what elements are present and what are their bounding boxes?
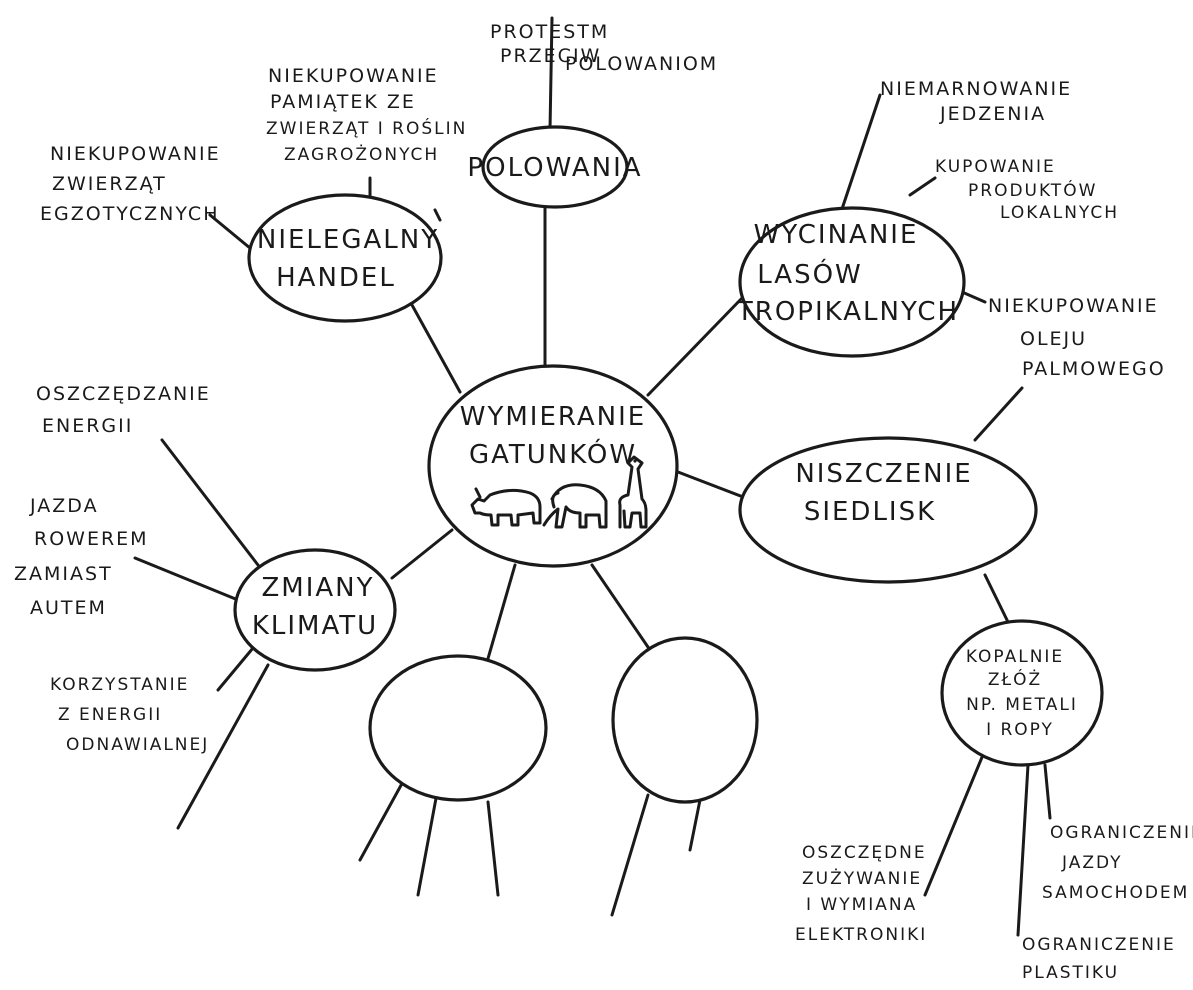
egzotyczne-line-2: ZWIERZĄT <box>52 173 167 195</box>
lokalne-line-3: LOKALNYCH <box>1000 203 1119 223</box>
rower-line-2: ROWEREM <box>34 528 149 550</box>
pamiatki-line-4: ZAGROŻONYCH <box>284 144 439 165</box>
connector-kopalnie-plastik <box>1016 763 1030 937</box>
odnawialna-line-3: ODNAWIALNEJ <box>66 735 209 755</box>
connector-klimat-energia <box>160 438 260 567</box>
kopalnie-line-1: KOPALNIE <box>966 647 1064 667</box>
plastik-line-2: PLASTIKU <box>1022 963 1119 983</box>
center-line-2: GATUNKÓW <box>469 438 637 470</box>
leaf-labels: PROTESTM PRZECIW POLOWANIOM NIEKUPOWANIE… <box>14 21 1193 983</box>
energia-line-1: OSZCZĘDZANIE <box>36 383 211 405</box>
connector-klimat-rower <box>133 556 240 602</box>
connector-empty-left-3 <box>486 800 500 897</box>
elephant-sketch <box>542 483 608 529</box>
rower-line-1: JAZDA <box>29 495 99 517</box>
polowania-label: POLOWANIA <box>467 153 642 183</box>
connector-siedliska-kopalnie <box>983 573 1010 624</box>
lasy-line-1: WYCINANIE <box>754 220 919 250</box>
pamiatki-line-1: NIEKUPOWANIE <box>268 65 439 87</box>
connector-klimat-open <box>176 663 270 830</box>
bubble-empty-left <box>368 654 548 802</box>
olej-line-2: OLEJU <box>1020 328 1087 350</box>
klimat-line-2: KLIMATU <box>252 611 378 641</box>
elektronika-line-4: ELEKTRONIKI <box>795 925 927 945</box>
connector-empty-left-2 <box>416 791 439 897</box>
bubble-kopalnie <box>940 619 1104 767</box>
bubble-empty-right <box>611 636 759 804</box>
bubble-lasy <box>738 206 966 358</box>
kopalnie-line-2: ZŁÓŻ <box>988 668 1042 690</box>
connector-center-empty-left <box>485 563 517 664</box>
connector-kopalnie-elektronika <box>923 748 987 897</box>
pamiatki-line-3: ZWIERZĄT I ROŚLIN <box>266 117 467 139</box>
elektronika-line-2: ZUŻYWANIE <box>802 868 922 889</box>
connectors <box>133 16 1052 937</box>
odnawialna-line-2: Z ENERGII <box>58 705 162 725</box>
protest-line-1: PROTESTM <box>490 21 609 43</box>
jedzenie-line-1: NIEMARNOWANIE <box>880 78 1072 100</box>
lokalne-line-2: PRODUKTÓW <box>968 179 1097 201</box>
connector-lasy-olej <box>960 290 987 304</box>
connector-siedliska-olej <box>973 386 1024 442</box>
connector-center-klimat <box>390 528 454 580</box>
klimat-line-1: ZMIANY <box>261 573 374 603</box>
bubble-polowania <box>481 125 629 209</box>
egzotyczne-line-1: NIEKUPOWANIE <box>50 143 221 165</box>
bubble-siedliska <box>738 436 1038 584</box>
connector-empty-right-2 <box>688 798 702 852</box>
connector-center-lasy <box>646 293 747 397</box>
rower-line-4: AUTEM <box>30 597 107 619</box>
protest-line-3: POLOWANIOM <box>565 53 718 75</box>
plastik-line-1: OGRANICZENIE <box>1022 935 1176 955</box>
bubbles <box>233 125 1104 804</box>
bubble-klimat <box>233 548 397 672</box>
bubble-handel <box>247 193 443 323</box>
connector-empty-right-1 <box>610 793 650 917</box>
connector-center-empty-right <box>590 563 652 652</box>
elektronika-line-1: OSZCZĘDNE <box>802 843 927 863</box>
olej-line-1: NIEKUPOWANIE <box>988 295 1159 317</box>
connector-lasy-jedzenie <box>838 93 882 217</box>
elektronika-line-3: I WYMIANA <box>806 895 917 915</box>
connector-center-handel <box>410 303 462 394</box>
rhino-sketch <box>470 487 542 527</box>
kopalnie-line-3: NP. METALI <box>966 695 1078 715</box>
odnawialna-line-1: KORZYSTANIE <box>50 675 189 695</box>
jazda-line-2: JAZDY <box>1061 853 1123 873</box>
jazda-line-1: OGRANICZENIE <box>1050 823 1193 843</box>
connector-kopalnie-jazda <box>1043 763 1052 820</box>
olej-line-3: PALMOWEGO <box>1022 358 1166 380</box>
jedzenie-line-2: JEDZENIA <box>939 103 1046 125</box>
lokalne-line-1: KUPOWANIE <box>935 157 1056 177</box>
animals-sketch <box>470 455 648 529</box>
siedliska-line-1: NISZCZENIE <box>795 459 972 489</box>
lasy-line-2: LASÓW <box>757 258 863 290</box>
connector-handel-tick <box>433 208 442 222</box>
connector-lasy-lokalne <box>908 176 937 197</box>
connector-empty-left-1 <box>358 776 407 862</box>
jazda-line-3: SAMOCHODEM <box>1042 883 1189 903</box>
handel-line-2: HANDEL <box>276 263 396 293</box>
giraffe-eye <box>633 459 637 463</box>
center-line-1: WYMIERANIE <box>460 402 646 432</box>
pamiatki-line-2: PAMIĄTEK ZE <box>270 91 416 113</box>
giraffe-sketch <box>618 455 648 529</box>
node-labels: WYMIERANIE GATUNKÓW POLOWANIA NIELEGALNY… <box>252 153 1078 740</box>
energia-line-2: ENERGII <box>42 415 133 437</box>
lasy-line-3: TROPIKALNYCH <box>736 297 959 327</box>
egzotyczne-line-3: EGZOTYCZNYCH <box>40 203 220 225</box>
handel-line-1: NIELEGALNY <box>257 225 439 255</box>
protest-line-2: PRZECIW <box>500 45 601 67</box>
rower-line-3: ZAMIAST <box>14 563 113 585</box>
siedliska-line-2: SIEDLISK <box>804 497 936 527</box>
connector-klimat-odnawialna <box>216 646 255 692</box>
kopalnie-line-4: I ROPY <box>986 720 1054 740</box>
connector-polowania-protest <box>548 16 554 132</box>
